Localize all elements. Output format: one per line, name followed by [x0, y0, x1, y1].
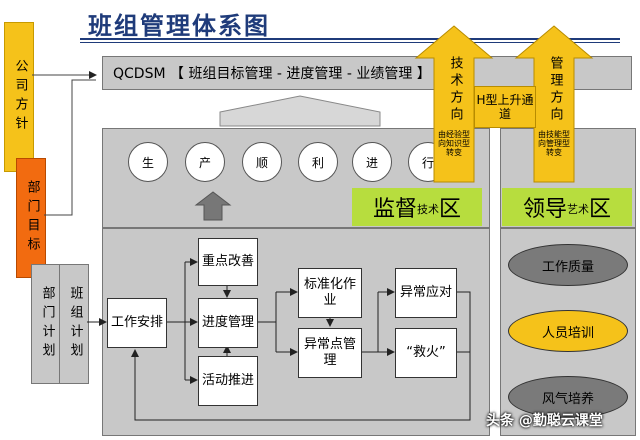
mgmt-title-text: 管理方向: [547, 56, 563, 124]
supervision-sub: 技术: [417, 203, 439, 216]
center-up-arrow: [194, 191, 232, 221]
watermark: 头条 @勤聪云课堂: [486, 413, 603, 429]
key-improvement-box: 重点改善: [198, 238, 258, 286]
dept-goal-text: 部门目标: [24, 180, 40, 256]
supervision-main: 监督: [372, 197, 417, 222]
supervision-zone-label: 监督 技术 区: [352, 188, 482, 226]
culture-building-oval: 风气培养: [508, 376, 628, 418]
leadership-sub: 艺术: [567, 203, 589, 216]
tech-arrow-shape: [414, 25, 494, 183]
page-title: 班组管理体系图: [88, 12, 270, 40]
work-arrangement-box: 工作安排: [107, 298, 167, 348]
anomaly-point-box: 异常点管理: [298, 328, 362, 378]
dept-plan-text: 部门计划: [39, 286, 55, 362]
standard-operation-box: 标准化作业: [298, 268, 362, 318]
company-policy-text: 公司方针: [12, 59, 28, 135]
leadership-end: 区: [589, 197, 612, 222]
goal-to-banner-line: [44, 79, 96, 216]
circle-sheng: 生: [128, 142, 168, 182]
work-quality-oval: 工作质量: [508, 244, 628, 286]
circle-chan: 产: [185, 142, 225, 182]
h-channel-box: H型上升通道: [474, 86, 536, 128]
tech-arrow-sub: 由经验型向知识型转变: [438, 130, 470, 158]
activity-promotion-box: 活动推进: [198, 356, 258, 406]
company-policy-label: 公司方针: [4, 22, 34, 172]
h-channel-text: H型上升通道: [476, 92, 534, 121]
anomaly-response-box: 异常应对: [395, 268, 457, 318]
leadership-main: 领导: [522, 197, 567, 222]
leadership-zone-label: 领导 艺术 区: [502, 188, 632, 226]
mgmt-arrow-title: 管理方向: [534, 56, 574, 129]
firefight-box: “救火”: [395, 328, 457, 378]
team-plan-label: 班组计划: [59, 264, 89, 384]
circle-shun: 顺: [242, 142, 282, 182]
title-underline: [80, 38, 620, 40]
team-plan-text: 班组计划: [67, 286, 83, 362]
tech-title-text: 技术方向: [447, 56, 463, 124]
mgmt-arrow-sub: 由技能型向管理型转变: [538, 130, 570, 158]
dept-plan-label: 部门计划: [31, 264, 61, 384]
mgmt-arrow-shape: [514, 25, 594, 183]
progress-management-box: 进度管理: [198, 298, 258, 348]
tech-arrow-title: 技术方向: [434, 56, 474, 129]
circle-jin: 进: [352, 142, 392, 182]
supervision-end: 区: [439, 197, 462, 222]
qcdsm-banner-text: QCDSM 【 班组目标管理 - 进度管理 - 业绩管理 】: [113, 66, 431, 82]
staff-training-oval: 人员培训: [508, 310, 628, 352]
feedback-loop-line: [131, 291, 471, 421]
title-underline-thin: [80, 42, 620, 43]
circle-li: 利: [298, 142, 338, 182]
production-up-arrow: [219, 95, 381, 127]
